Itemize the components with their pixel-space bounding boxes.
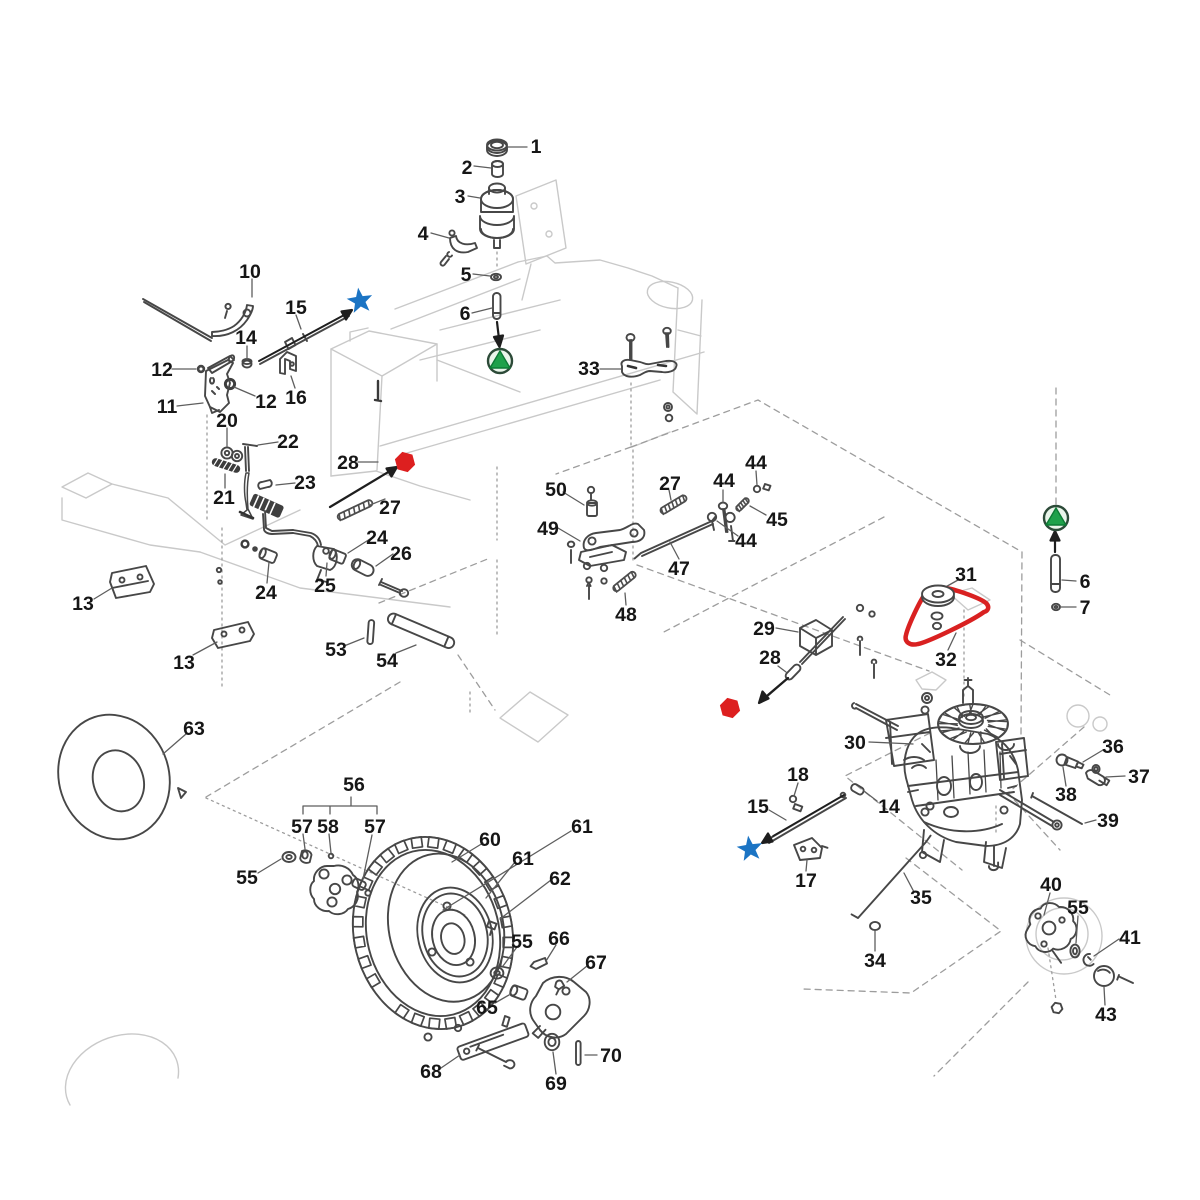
svg-text:11: 11 xyxy=(157,396,178,418)
svg-text:49: 49 xyxy=(537,518,559,540)
svg-text:5: 5 xyxy=(461,264,472,286)
svg-text:44: 44 xyxy=(713,470,735,492)
svg-text:47: 47 xyxy=(668,558,690,580)
svg-text:27: 27 xyxy=(379,497,401,519)
svg-text:12: 12 xyxy=(151,359,173,381)
svg-text:60: 60 xyxy=(479,829,501,851)
svg-text:13: 13 xyxy=(173,652,195,674)
svg-text:27: 27 xyxy=(659,473,681,495)
svg-text:30: 30 xyxy=(844,732,866,754)
svg-text:38: 38 xyxy=(1055,784,1077,806)
svg-text:13: 13 xyxy=(72,593,94,615)
svg-text:37: 37 xyxy=(1128,766,1150,788)
svg-text:55: 55 xyxy=(511,931,533,953)
svg-text:31: 31 xyxy=(955,564,977,586)
svg-text:68: 68 xyxy=(420,1061,442,1083)
svg-text:26: 26 xyxy=(390,543,412,565)
svg-text:4: 4 xyxy=(418,223,429,245)
svg-text:33: 33 xyxy=(578,358,600,380)
svg-text:48: 48 xyxy=(615,604,637,626)
svg-text:20: 20 xyxy=(216,410,238,432)
svg-text:56: 56 xyxy=(343,774,365,796)
svg-text:18: 18 xyxy=(787,764,809,786)
svg-text:67: 67 xyxy=(585,952,607,974)
svg-text:23: 23 xyxy=(294,472,316,494)
svg-text:63: 63 xyxy=(183,718,205,740)
svg-text:35: 35 xyxy=(910,887,932,909)
svg-text:21: 21 xyxy=(213,487,235,509)
svg-text:14: 14 xyxy=(235,327,257,349)
svg-text:25: 25 xyxy=(314,575,336,597)
svg-text:22: 22 xyxy=(277,431,299,453)
svg-text:44: 44 xyxy=(735,530,757,552)
svg-text:43: 43 xyxy=(1095,1004,1117,1026)
svg-text:15: 15 xyxy=(747,796,769,818)
svg-text:32: 32 xyxy=(935,649,957,671)
svg-text:16: 16 xyxy=(285,387,307,409)
svg-text:40: 40 xyxy=(1040,874,1062,896)
svg-text:57: 57 xyxy=(364,816,386,838)
svg-text:36: 36 xyxy=(1102,736,1124,758)
svg-text:29: 29 xyxy=(753,618,775,640)
svg-text:44: 44 xyxy=(745,452,767,474)
svg-text:45: 45 xyxy=(766,509,788,531)
svg-text:50: 50 xyxy=(545,479,567,501)
svg-text:14: 14 xyxy=(878,796,900,818)
svg-text:55: 55 xyxy=(1067,897,1089,919)
svg-text:61: 61 xyxy=(571,816,593,838)
svg-text:24: 24 xyxy=(255,582,277,604)
svg-text:69: 69 xyxy=(545,1073,567,1095)
svg-text:55: 55 xyxy=(236,867,258,889)
svg-text:3: 3 xyxy=(455,186,466,208)
svg-text:6: 6 xyxy=(1080,571,1091,593)
svg-text:28: 28 xyxy=(337,452,359,474)
svg-text:58: 58 xyxy=(317,816,339,838)
svg-text:66: 66 xyxy=(548,928,570,950)
svg-text:7: 7 xyxy=(1080,597,1091,619)
svg-text:70: 70 xyxy=(600,1045,622,1067)
svg-text:34: 34 xyxy=(864,950,886,972)
svg-text:65: 65 xyxy=(476,997,498,1019)
svg-text:57: 57 xyxy=(291,816,313,838)
svg-text:15: 15 xyxy=(285,297,307,319)
svg-text:12: 12 xyxy=(255,391,277,413)
svg-text:54: 54 xyxy=(376,650,398,672)
svg-text:10: 10 xyxy=(239,261,261,283)
svg-text:53: 53 xyxy=(325,639,347,661)
svg-text:28: 28 xyxy=(759,647,781,669)
svg-text:2: 2 xyxy=(462,157,473,179)
svg-text:1: 1 xyxy=(531,136,542,158)
svg-text:24: 24 xyxy=(366,527,388,549)
svg-text:39: 39 xyxy=(1097,810,1119,832)
svg-text:6: 6 xyxy=(460,303,471,325)
svg-text:61: 61 xyxy=(512,848,534,870)
svg-text:17: 17 xyxy=(795,870,817,892)
svg-text:62: 62 xyxy=(549,868,571,890)
svg-text:41: 41 xyxy=(1119,927,1141,949)
